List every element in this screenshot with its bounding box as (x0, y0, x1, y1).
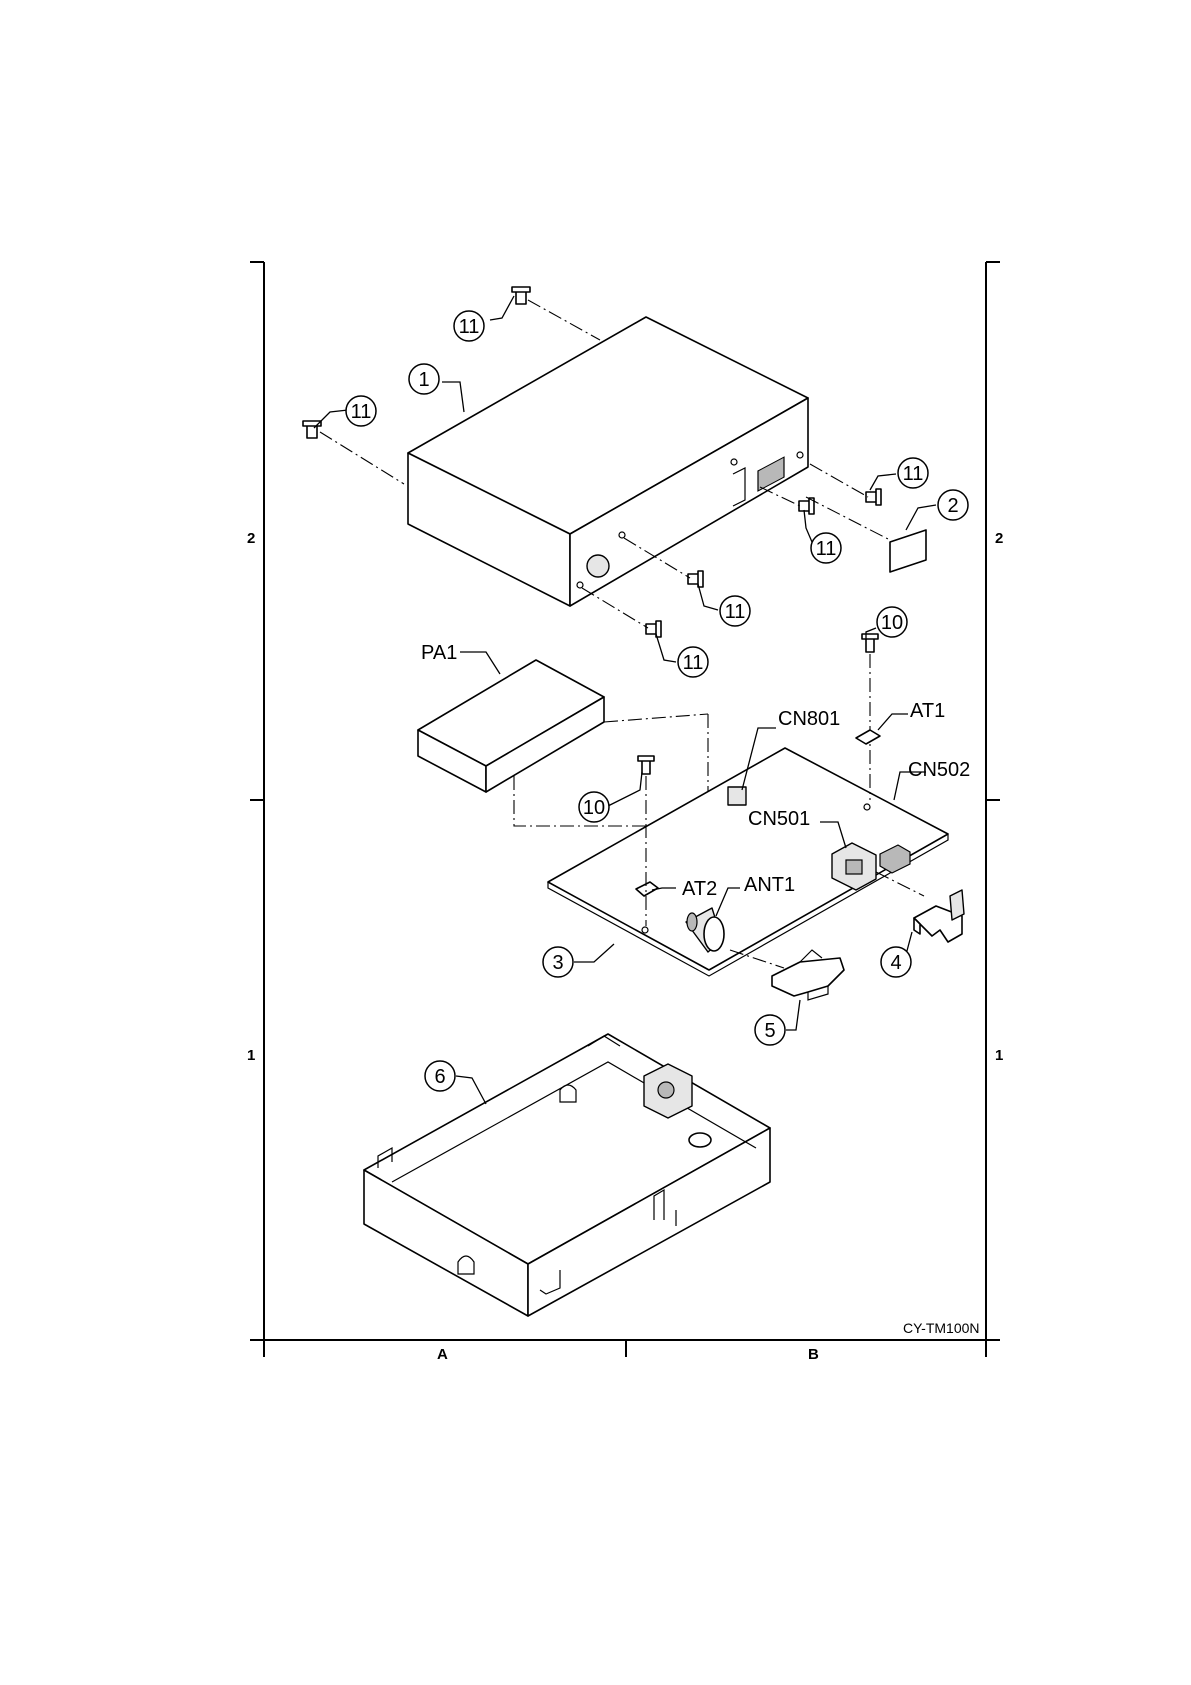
ref-at1: AT1 (910, 700, 945, 722)
screw-11-a (512, 287, 530, 304)
bracket-5-part (772, 950, 844, 1000)
label-sticker-part (890, 530, 926, 572)
callout-11-left: 11 (346, 396, 376, 426)
screw-10-a (862, 634, 878, 652)
zone-column-b: B (808, 1346, 819, 1363)
screw-10-b (638, 756, 654, 774)
zone-row-2-left: 2 (247, 530, 255, 547)
ref-cn501: CN501 (748, 808, 810, 830)
svg-text:3: 3 (552, 952, 563, 974)
model-number: CY-TM100N (903, 1320, 980, 1336)
ref-at2: AT2 (682, 878, 717, 900)
svg-text:2: 2 (947, 495, 958, 517)
svg-text:11: 11 (683, 652, 704, 674)
callout-10-top: 10 (877, 607, 907, 637)
callout-11-top: 11 (454, 311, 484, 341)
bracket-4-part (914, 890, 964, 942)
callout-11-mid-right: 11 (811, 533, 841, 563)
callout-4: 4 (881, 947, 911, 977)
top-cover-part (408, 317, 808, 606)
zone-row-1-left: 1 (247, 1047, 255, 1064)
svg-text:11: 11 (903, 463, 924, 485)
zone-row-2-right: 2 (995, 530, 1003, 547)
screw-11-c (866, 489, 881, 505)
svg-text:6: 6 (434, 1066, 445, 1088)
callout-6: 6 (425, 1061, 455, 1091)
callout-11-right: 11 (898, 458, 928, 488)
callout-2: 2 (938, 490, 968, 520)
callout-10-mid: 10 (579, 792, 609, 822)
callout-11-mid: 11 (720, 596, 750, 626)
ref-pa1: PA1 (421, 642, 457, 664)
callout-3: 3 (543, 947, 573, 977)
ref-cn502: CN502 (908, 759, 970, 781)
svg-text:4: 4 (890, 952, 901, 974)
ref-ant1: ANT1 (744, 874, 795, 896)
svg-text:1: 1 (418, 369, 429, 391)
svg-text:5: 5 (764, 1020, 775, 1042)
svg-text:11: 11 (351, 401, 372, 423)
svg-text:11: 11 (725, 601, 746, 623)
callout-1: 1 (409, 364, 439, 394)
at1-terminal (856, 730, 880, 744)
svg-text:10: 10 (881, 612, 903, 634)
zone-column-a: A (437, 1346, 448, 1363)
callout-5: 5 (755, 1015, 785, 1045)
screw-11-f (646, 621, 661, 637)
svg-text:10: 10 (583, 797, 605, 819)
svg-text:11: 11 (459, 316, 480, 338)
ref-cn801: CN801 (778, 708, 840, 730)
main-pcb-part (548, 748, 948, 976)
screw-11-e (688, 571, 703, 587)
pa1-module-part (418, 660, 604, 792)
callout-11-low: 11 (678, 647, 708, 677)
svg-text:11: 11 (816, 538, 837, 560)
zone-row-1-right: 1 (995, 1047, 1003, 1064)
cn801-connector (728, 787, 746, 805)
